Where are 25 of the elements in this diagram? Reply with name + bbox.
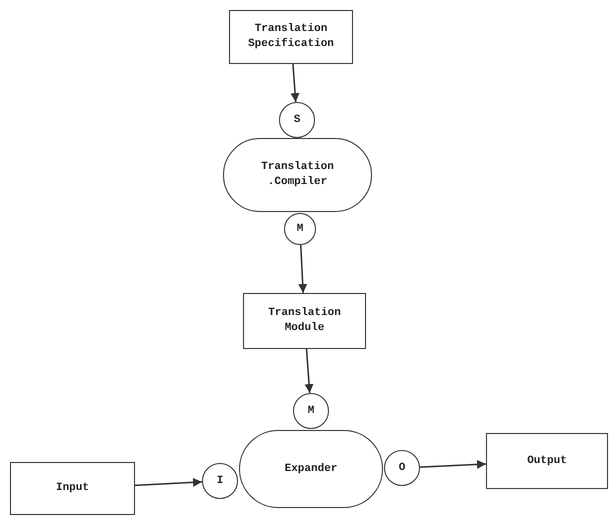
- node-label: O: [398, 460, 406, 476]
- port-circle: [384, 450, 420, 486]
- node-label: Expander: [284, 462, 338, 476]
- node-label: Translation Specification: [247, 22, 335, 52]
- node-label: Translation .Compiler: [260, 160, 335, 190]
- output-box: [486, 433, 608, 489]
- module-box: [243, 293, 366, 349]
- port-circle: [202, 463, 238, 499]
- arrow: [290, 64, 300, 102]
- specification-box: [229, 10, 353, 64]
- arrow: [298, 244, 308, 294]
- node-label: I: [216, 474, 224, 488]
- input-box: [10, 462, 135, 515]
- node-label: Translation Module: [267, 306, 342, 336]
- arrow: [304, 348, 314, 394]
- node-label: M: [296, 222, 304, 236]
- port-circle: [293, 393, 329, 429]
- node-label: M: [306, 404, 316, 418]
- node-label: Input: [54, 481, 90, 496]
- arrow: [134, 478, 202, 487]
- node-label: S: [292, 112, 302, 128]
- port-circle: [279, 102, 315, 138]
- arrow: [420, 460, 486, 469]
- port-circle: [284, 213, 316, 245]
- node-label: Output: [526, 454, 568, 468]
